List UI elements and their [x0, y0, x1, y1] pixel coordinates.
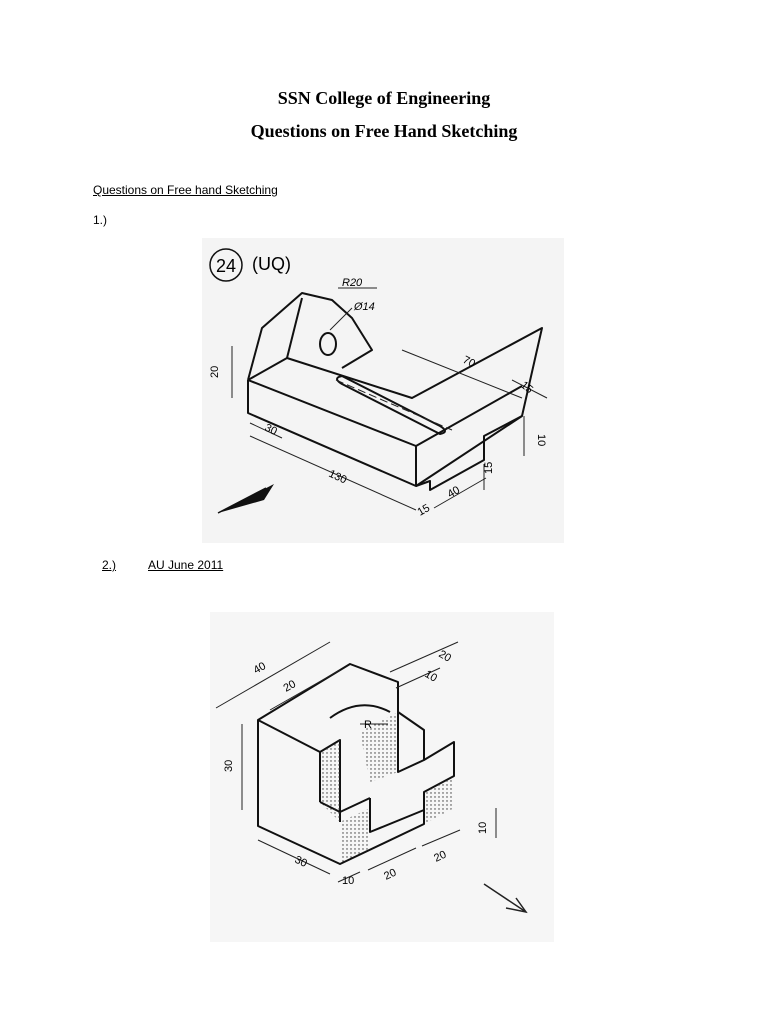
dim-radius: R: [364, 719, 372, 731]
dim-line-30: [257, 839, 331, 875]
left-front-edge: [257, 719, 321, 802]
slot-centerline: [335, 379, 453, 431]
dim-line-30: [249, 422, 283, 439]
shaded-face-bottom: [340, 808, 370, 864]
dim-10-right: 10: [423, 668, 440, 685]
dim-130: 130: [327, 468, 349, 487]
dim-10: 10: [535, 434, 547, 446]
dim-20-right: 20: [437, 648, 454, 665]
dim-20-bottom: 20: [382, 867, 398, 883]
dim-line-10-right: [395, 667, 441, 689]
dim-10-bottom: 10: [342, 875, 354, 887]
shaded-face-curve: [360, 712, 398, 782]
block-outline: [257, 663, 455, 865]
section-heading: Questions on Free hand Sketching: [93, 183, 278, 197]
dim-line-40: [215, 641, 331, 709]
isometric-drawing-1: 24 (UQ) R20 Ø14 20 70 15 10 15 30 130 40…: [209, 248, 548, 519]
document-subtitle: Questions on Free Hand Sketching: [250, 121, 518, 141]
dim-line-20-bottom: [367, 847, 417, 871]
dim-line-15-top: [511, 379, 548, 399]
dim-20-front: 20: [432, 849, 448, 865]
dim-d14: Ø14: [353, 301, 375, 313]
dim-10-side: 10: [477, 822, 489, 834]
upright-support: [247, 292, 373, 381]
question-tag: (UQ): [252, 254, 291, 274]
dim-30: 30: [293, 854, 309, 870]
support-hole: [319, 332, 337, 356]
dim-line-20-right: [389, 641, 459, 673]
dim-line-40: [433, 477, 487, 509]
view-arrow-head: [505, 897, 528, 914]
dim-40: 40: [252, 660, 269, 677]
question-1-number: 1.): [93, 213, 108, 227]
dim-line-70: [401, 349, 523, 399]
question-2-figure: 40 20 20 10 R 30 30 10 20 20 10: [210, 612, 554, 942]
dim-line-10-bottom: [337, 871, 361, 883]
semicircle-cutout: [329, 704, 391, 719]
question-badge: 24: [216, 256, 236, 276]
leader-d14: [329, 307, 353, 331]
shaded-face-right: [424, 776, 454, 824]
document-title: SSN College of Engineering: [277, 88, 491, 108]
question-2-number: 2.): [102, 558, 117, 572]
top-slot: [336, 375, 446, 435]
upright-inner-edge: [286, 297, 303, 359]
dim-15-bottom: 15: [416, 502, 433, 519]
isometric-drawing-2: 40 20 20 10 R 30 30 10 20 20 10: [215, 641, 528, 914]
dim-40: 40: [446, 484, 463, 501]
shaded-face-left: [320, 740, 340, 822]
dim-30: 30: [263, 422, 279, 438]
dim-15-top: 15: [518, 379, 535, 396]
dim-70: 70: [461, 354, 477, 370]
dim-r20: R20: [342, 277, 363, 289]
question-2-source: AU June 2011: [148, 558, 224, 572]
dim-line-20-top: [269, 669, 341, 711]
dim-line-20-front: [421, 829, 461, 847]
dim-15-side: 15: [483, 462, 495, 474]
view-arrow-line: [483, 883, 527, 913]
dim-30-vertical: 30: [223, 760, 235, 772]
base-block-outline: [247, 327, 543, 487]
dim-line-130: [249, 435, 417, 511]
base-step-edge: [415, 415, 523, 491]
question-badge-circle: [209, 248, 243, 282]
dim-20-top: 20: [282, 678, 299, 695]
dim-20: 20: [209, 366, 221, 378]
question-1-figure: 24 (UQ) R20 Ø14 20 70 15 10 15 30 130 40…: [202, 238, 564, 543]
